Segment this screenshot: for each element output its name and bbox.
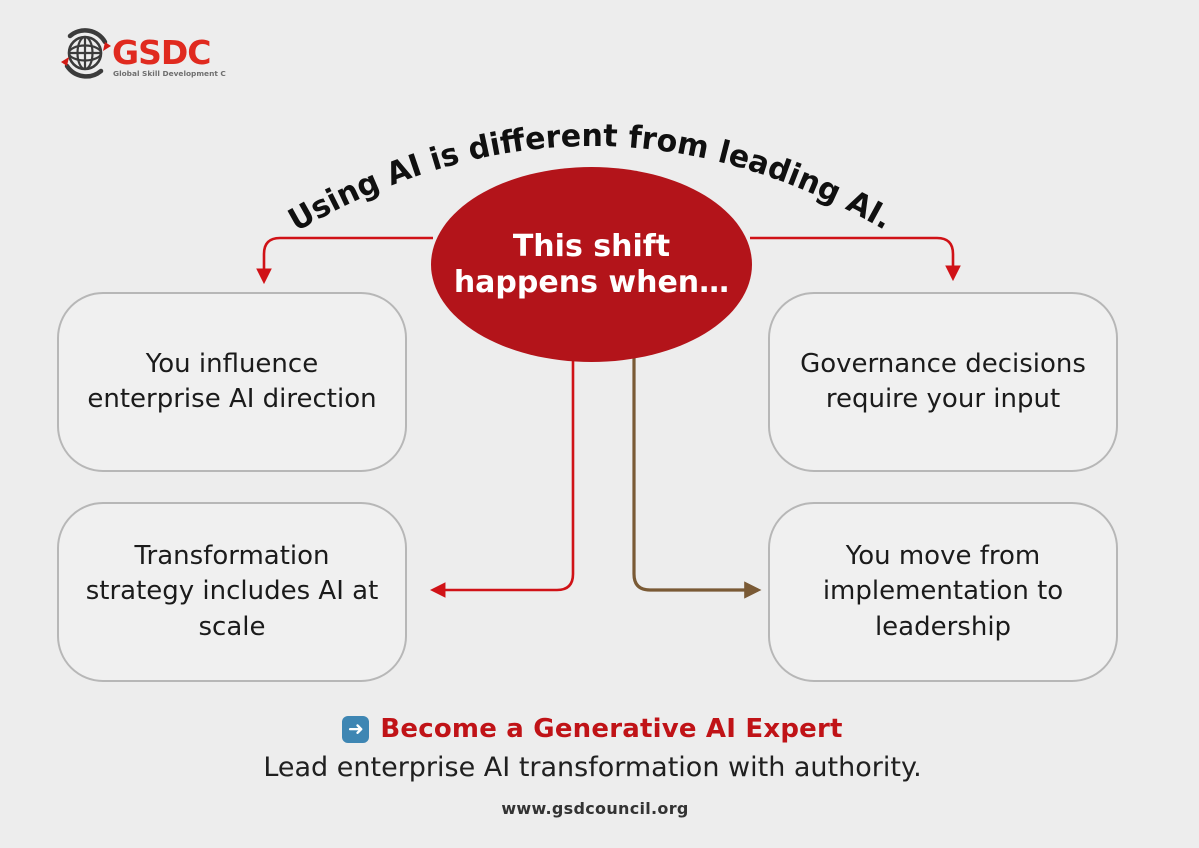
box-top-left: You influence enterprise AI direction [57,292,407,472]
cta-text: Become a Generative AI Expert [380,714,843,744]
logo-arrow-right-icon [103,42,111,51]
box-bottom-right-text: You move from implementation to leadersh… [822,541,1064,642]
box-top-left-text: You influence enterprise AI direction [87,348,377,414]
central-ellipse: This shift happens when… [431,167,752,362]
connector-top-right [750,236,961,282]
box-bottom-left: Transformation strategy includes AI at s… [57,502,407,682]
box-top-right: Governance decisions require your input [768,292,1118,472]
cta-row: ➜ Become a Generative AI Expert [0,714,1185,744]
footer-subtitle: Lead enterprise AI transformation with a… [263,752,922,783]
globe-icon [61,28,111,79]
logo-tagline: Global Skill Development Council [113,69,226,78]
connector-bottom-left [429,357,575,598]
central-line1: This shift [512,229,671,265]
central-ellipse-text: This shift happens when… [454,229,729,300]
box-bottom-left-text: Transformation strategy includes AI at s… [85,541,379,642]
box-bottom-right: You move from implementation to leadersh… [768,502,1118,682]
gsdc-logo: GSDC Global Skill Development Council [61,28,226,79]
right-arrow-icon: ➜ [342,715,370,743]
logo-arrow-left-icon [61,57,69,66]
logo-brand-text: GSDC [112,33,210,72]
website-url: www.gsdcouncil.org [501,799,689,818]
connector-top-left [256,236,433,285]
central-line2: happens when… [453,264,730,300]
connector-bottom-right [632,357,762,599]
box-top-right-text: Governance decisions require your input [800,348,1086,414]
